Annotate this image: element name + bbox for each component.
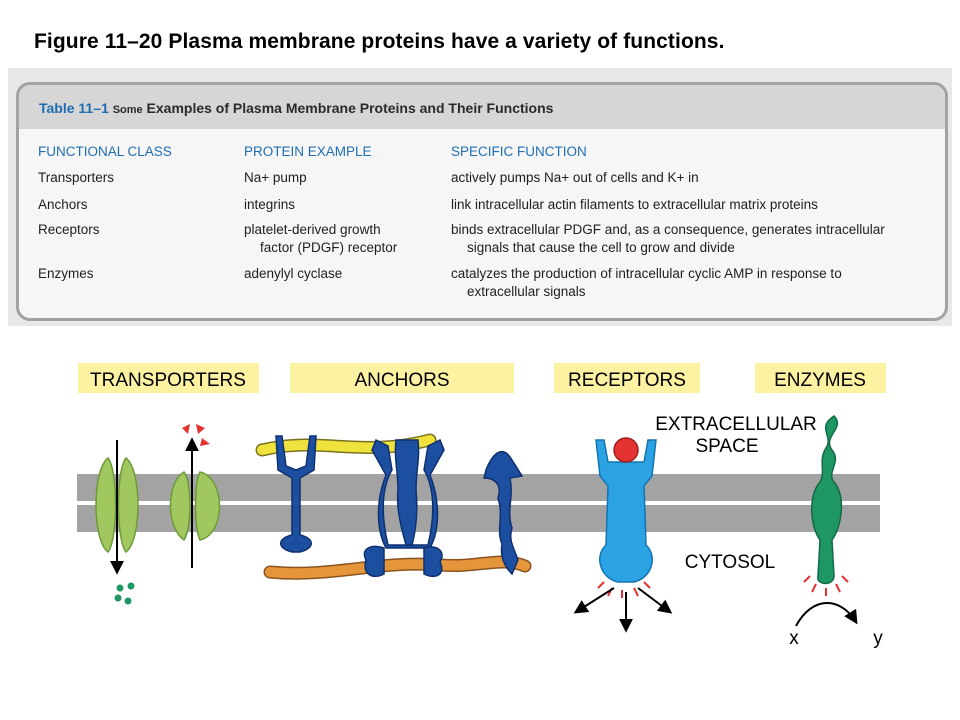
extracellular-label-line1: EXTRACELLULAR: [655, 414, 817, 435]
anchor-proteins: [255, 433, 532, 580]
row-enzymes-class: Enzymes: [38, 266, 94, 281]
membrane-protein-diagram: TRANSPORTERS ANCHORS RECEPTORS ENZYMES E…: [77, 363, 886, 649]
anchors-label: ANCHORS: [354, 370, 449, 391]
substrate-x: x: [789, 628, 799, 649]
row-anchors-example: integrins: [244, 197, 296, 212]
header-functional-class: FUNCTIONAL CLASS: [38, 144, 172, 159]
table-header-bar: Table 11–1 Some Examples of Plasma Membr…: [19, 85, 945, 129]
receptors-label: RECEPTORS: [568, 370, 686, 391]
table-title-some: Some: [112, 104, 143, 116]
row-enzymes-function-line1: catalyzes the production of intracellula…: [451, 266, 842, 281]
enzymes-label-box: [755, 363, 886, 393]
anchors-label-box: [290, 363, 514, 393]
receptor-protein: [573, 437, 673, 633]
table-title-text: Examples of Plasma Membrane Proteins and…: [146, 100, 554, 116]
enzymes-label: ENZYMES: [774, 370, 866, 391]
table-number: Table 11–1: [39, 100, 109, 116]
transporter-protein: [95, 424, 221, 605]
product-y: y: [873, 628, 883, 649]
enzyme-activity-rays: [803, 575, 849, 596]
row-enzymes-example: adenylyl cyclase: [244, 266, 343, 281]
header-specific-function: SPECIFIC FUNCTION: [451, 144, 587, 159]
reaction-arrow: [795, 602, 858, 627]
row-transporters-example: Na+ pump: [244, 170, 307, 185]
row-transporters-class: Transporters: [38, 170, 115, 185]
row-receptors-function-line2: signals that cause the cell to grow and …: [467, 240, 735, 255]
transporters-label: TRANSPORTERS: [90, 370, 246, 391]
row-receptors-class: Receptors: [38, 222, 100, 237]
row-transporters-function: actively pumps Na+ out of cells and K+ i…: [451, 170, 699, 185]
pdgf-ligand: [613, 437, 639, 463]
table-title: Table 11–1 Some Examples of Plasma Membr…: [39, 100, 553, 116]
extracellular-label-line2: SPACE: [695, 436, 758, 457]
transporters-label-box: [78, 363, 259, 393]
row-enzymes-function-line2: extracellular signals: [467, 284, 586, 299]
table-11-1: Table 11–1 Some Examples of Plasma Membr…: [16, 82, 948, 321]
cytosol-label: CYTOSOL: [685, 552, 775, 573]
figure-title: Figure 11–20 Plasma membrane proteins ha…: [34, 30, 725, 53]
row-anchors-class: Anchors: [38, 197, 88, 212]
row-receptors-example-line1: platelet-derived growth: [244, 222, 381, 237]
row-receptors-function-line1: binds extracellular PDGF and, as a conse…: [451, 222, 885, 237]
category-labels: TRANSPORTERS ANCHORS RECEPTORS ENZYMES: [78, 363, 886, 393]
receptors-label-box: [554, 363, 700, 393]
row-receptors-example-line2: factor (PDGF) receptor: [260, 240, 398, 255]
enzyme-protein: x y: [789, 415, 883, 649]
row-anchors-function: link intracellular actin filaments to ex…: [451, 197, 818, 212]
header-protein-example: PROTEIN EXAMPLE: [244, 144, 372, 159]
